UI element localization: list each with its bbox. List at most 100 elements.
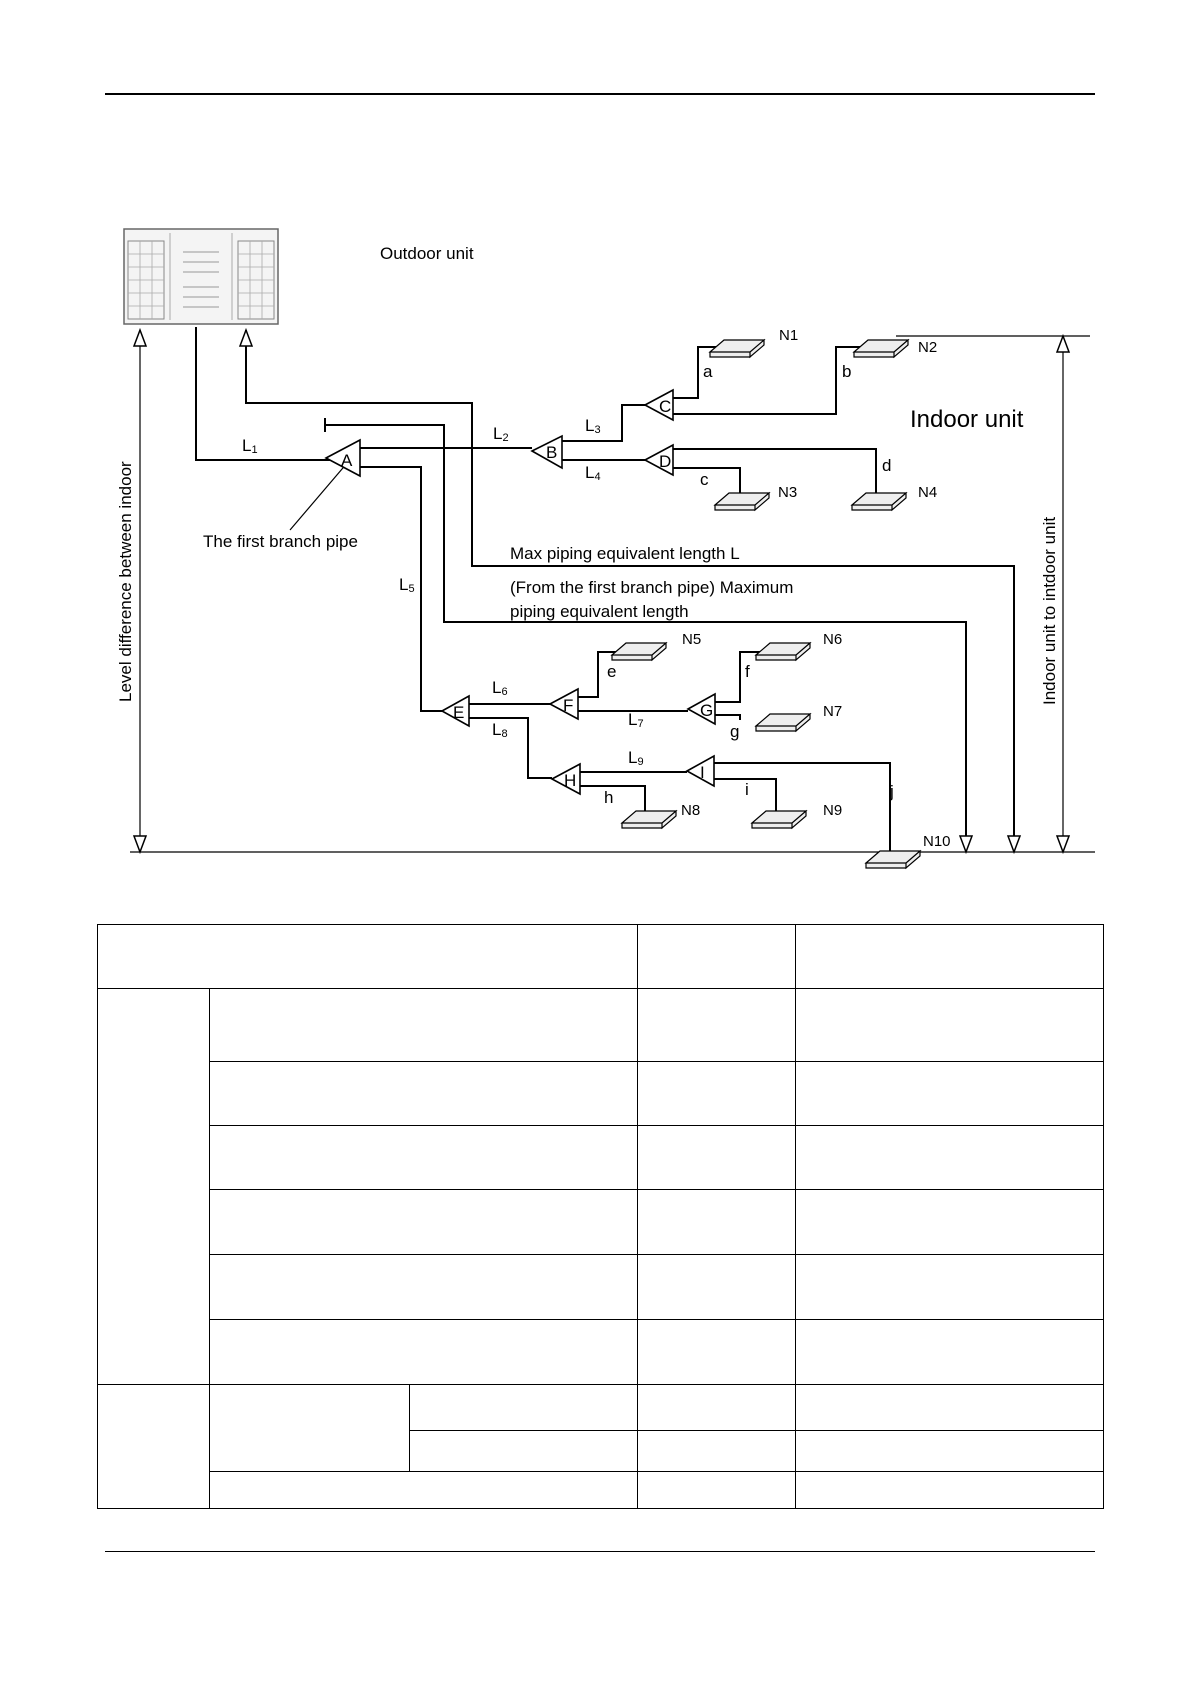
table-row bbox=[98, 1319, 1105, 1385]
table-cell bbox=[795, 1254, 1105, 1320]
max-length-label: Max piping equivalent length L bbox=[510, 544, 740, 563]
branch-joint-g: G bbox=[686, 692, 716, 726]
svg-text:E: E bbox=[453, 703, 464, 722]
table-cell bbox=[208, 1125, 639, 1190]
table-cell bbox=[637, 1189, 797, 1255]
branch-pipe-h: h bbox=[604, 788, 613, 807]
table-cell bbox=[637, 1319, 797, 1385]
branch-pipe-a: a bbox=[703, 362, 713, 381]
pipe-label-l4: L4 bbox=[585, 463, 601, 483]
table-cell bbox=[208, 1061, 639, 1126]
branch-joint-e: E bbox=[440, 694, 470, 728]
indoor-unit-n7: N7 bbox=[823, 703, 842, 720]
svg-text:L6: L6 bbox=[492, 678, 508, 698]
table-cell bbox=[209, 1384, 410, 1472]
branch-pipe-f: f bbox=[745, 662, 750, 681]
pipe-label-l8: L8 bbox=[492, 720, 508, 740]
table-header-row bbox=[96, 924, 1105, 989]
outdoor-unit-icon bbox=[123, 228, 279, 325]
level-difference-label: Level difference between indoor bbox=[116, 461, 135, 702]
from-first-label-line1: (From the first branch pipe) Maximum bbox=[510, 578, 793, 597]
svg-text:L3: L3 bbox=[585, 416, 601, 436]
table-row bbox=[98, 1189, 1105, 1255]
indoor-unit-icon bbox=[610, 338, 922, 870]
table-cell bbox=[795, 1189, 1105, 1255]
table-cell bbox=[96, 924, 639, 989]
indoor-unit-n10: N10 bbox=[923, 833, 951, 850]
table-row bbox=[98, 1061, 1105, 1126]
branch-joint-i: I bbox=[685, 754, 715, 788]
table-row bbox=[97, 1384, 1105, 1509]
table-cell bbox=[637, 1430, 797, 1472]
indoor-unit-label: Indoor unit bbox=[910, 406, 1024, 433]
table-cell bbox=[795, 1319, 1105, 1385]
piping-diagram: Outdoor unit A B C D bbox=[116, 228, 1095, 870]
table-cell bbox=[408, 1384, 639, 1431]
table-cell bbox=[408, 1430, 639, 1472]
table-cell bbox=[637, 924, 797, 989]
table-row bbox=[98, 1254, 1105, 1320]
branch-pipe-g: g bbox=[730, 722, 739, 741]
pipe-label-l7: L7 bbox=[628, 710, 644, 730]
branch-pipe-i: i bbox=[745, 780, 749, 799]
svg-text:G: G bbox=[700, 701, 713, 720]
pipe-label-l5: L5 bbox=[399, 575, 415, 595]
indoor-unit-n4: N4 bbox=[918, 484, 937, 501]
svg-text:L4: L4 bbox=[585, 463, 601, 483]
svg-text:L5: L5 bbox=[399, 575, 415, 595]
branch-joint-d: D bbox=[643, 443, 674, 477]
svg-text:H: H bbox=[564, 771, 576, 790]
indoor-unit-n8: N8 bbox=[681, 802, 700, 819]
table-cell bbox=[795, 924, 1105, 989]
pipe-label-l9: L9 bbox=[628, 748, 644, 768]
svg-text:L7: L7 bbox=[628, 710, 644, 730]
outdoor-unit-label: Outdoor unit bbox=[380, 244, 474, 263]
table-row bbox=[98, 1471, 1105, 1509]
table-cell bbox=[208, 1471, 639, 1509]
table-cell bbox=[637, 1254, 797, 1320]
table-cell bbox=[795, 1061, 1105, 1126]
table-cell bbox=[795, 1471, 1105, 1509]
svg-text:C: C bbox=[659, 397, 671, 416]
table-cell bbox=[208, 988, 639, 1062]
table-cell bbox=[208, 1319, 639, 1385]
svg-text:L9: L9 bbox=[628, 748, 644, 768]
indoor-unit-n6: N6 bbox=[823, 631, 842, 648]
pipe-label-l6: L6 bbox=[492, 678, 508, 698]
specification-table bbox=[96, 924, 1105, 1509]
table-cell bbox=[637, 1125, 797, 1190]
header-rule bbox=[105, 93, 1095, 95]
svg-text:B: B bbox=[546, 443, 557, 462]
pipe-label-l2: L2 bbox=[493, 424, 509, 444]
table-cell bbox=[208, 1189, 639, 1255]
table-cell bbox=[637, 1061, 797, 1126]
svg-text:L8: L8 bbox=[492, 720, 508, 740]
table-row bbox=[98, 1125, 1105, 1190]
table-group-cell bbox=[97, 1384, 210, 1509]
branch-joint-b: B bbox=[530, 434, 563, 470]
table-cell bbox=[637, 1384, 797, 1431]
table-cell bbox=[795, 1430, 1105, 1472]
svg-text:D: D bbox=[659, 452, 671, 471]
indoor-unit-n2: N2 bbox=[918, 339, 937, 356]
svg-text:L2: L2 bbox=[493, 424, 509, 444]
pipe-label-l3: L3 bbox=[585, 416, 601, 436]
table-group-cell bbox=[97, 988, 210, 1385]
indoor-unit-n3: N3 bbox=[778, 484, 797, 501]
branch-joint-c: C bbox=[643, 388, 674, 422]
table-row bbox=[97, 988, 1105, 1385]
table-cell bbox=[795, 1384, 1105, 1431]
branch-pipe-e: e bbox=[607, 662, 616, 681]
pipe-label-l1: L1 bbox=[242, 436, 258, 456]
branch-pipe-d: d bbox=[882, 456, 891, 475]
table-cell bbox=[795, 988, 1105, 1062]
from-first-label-line2: piping equivalent length bbox=[510, 602, 689, 621]
branch-joint-a: A bbox=[324, 438, 361, 478]
indoor-unit-n1: N1 bbox=[779, 327, 798, 344]
first-branch-label: The first branch pipe bbox=[203, 532, 358, 551]
branch-pipe-b: b bbox=[842, 362, 851, 381]
indoor-unit-n9: N9 bbox=[823, 802, 842, 819]
indoor-to-indoor-label: Indoor unit to intdoor unit bbox=[1040, 517, 1059, 705]
svg-text:F: F bbox=[563, 696, 573, 715]
table-cell bbox=[208, 1254, 639, 1320]
